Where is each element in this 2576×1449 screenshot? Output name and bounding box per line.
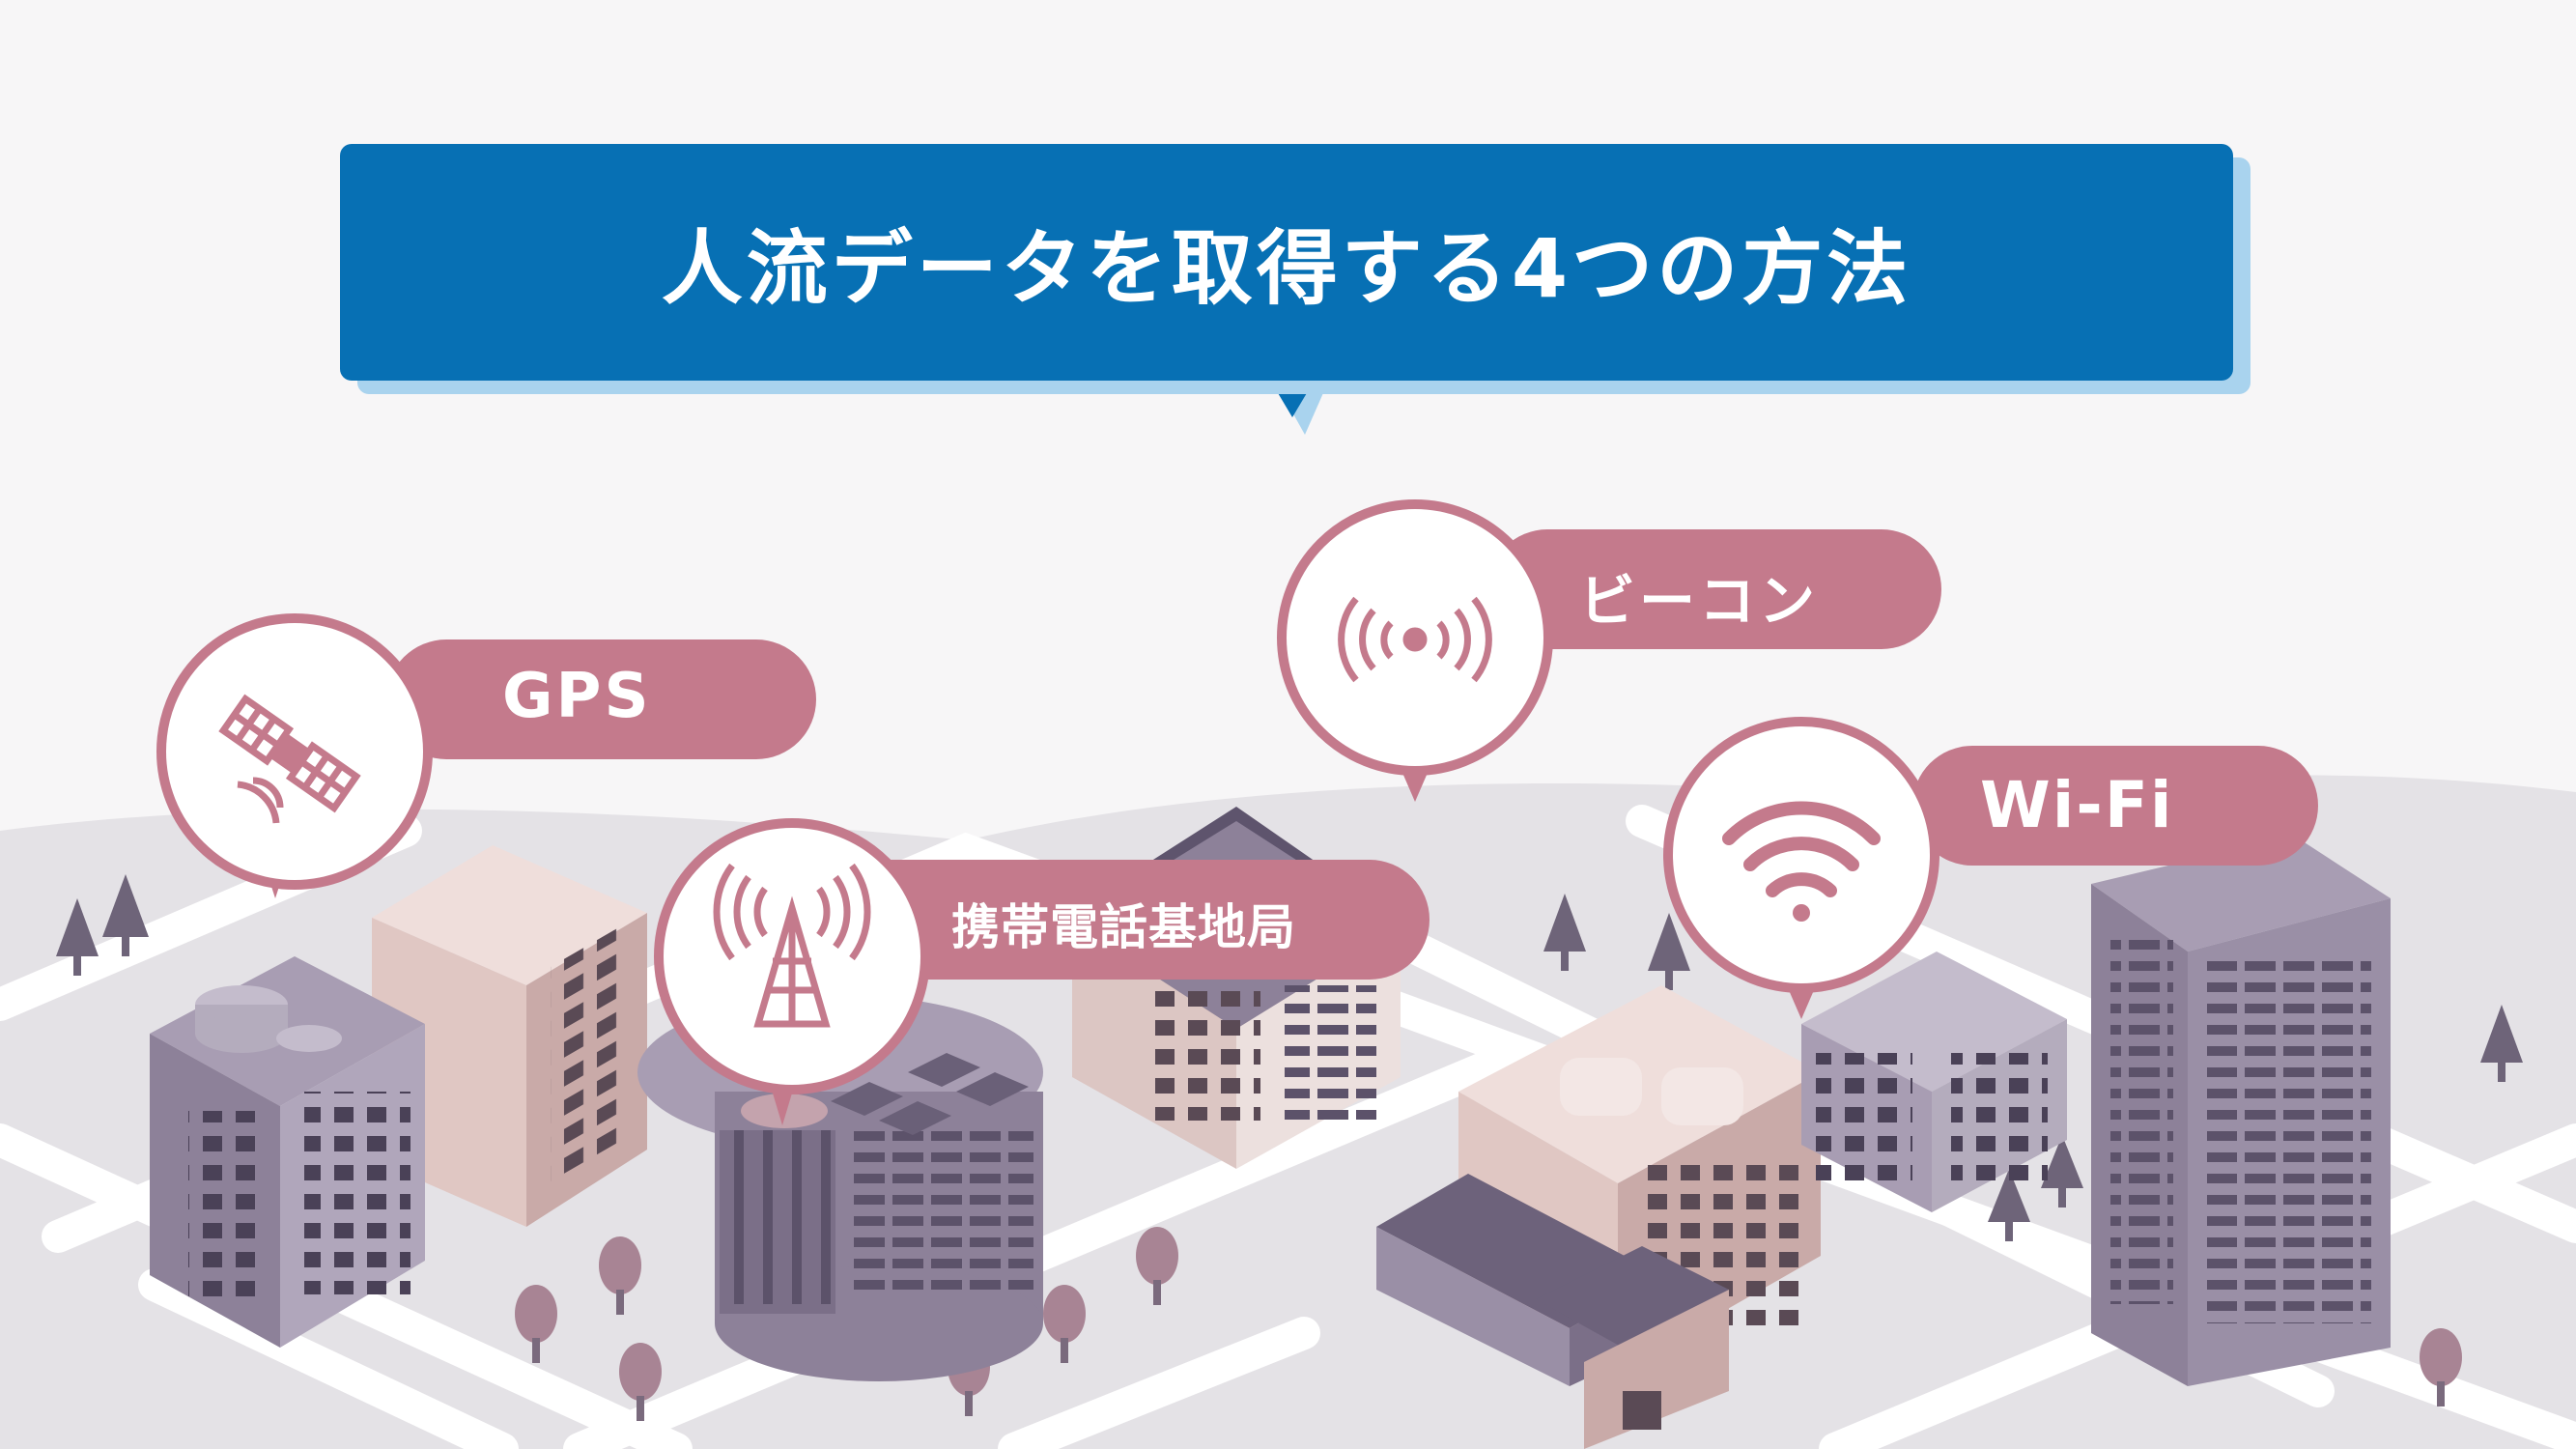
satellite-icon [218, 694, 361, 824]
wifi-icon [1722, 801, 1881, 922]
tree [1136, 1227, 1178, 1305]
tree [1648, 913, 1690, 990]
tree [102, 874, 149, 956]
beacon-pill [1487, 529, 1941, 649]
title-pointer [1268, 377, 1316, 417]
tree [1543, 894, 1586, 971]
tree [2041, 1135, 2083, 1208]
gps-label: GPS [502, 661, 652, 732]
tree [1988, 1169, 2030, 1241]
cell-tower-bubble [654, 818, 1430, 1125]
building-warehouse [1376, 1174, 1729, 1449]
building-right-purple [1801, 952, 2067, 1212]
building-beige-tower [372, 845, 647, 1227]
trees [56, 874, 2523, 1241]
tree [515, 1285, 557, 1363]
tree [1043, 1285, 1086, 1363]
tree [56, 898, 99, 976]
beacon-label: ビーコン [1579, 568, 1820, 634]
tree [619, 1343, 662, 1421]
beacon-bubble [1277, 499, 1941, 802]
cell-tower-icon [713, 863, 871, 1028]
gps-pill [386, 639, 816, 759]
cell-tower-pill [792, 860, 1430, 980]
tree [2420, 1328, 2462, 1406]
tree [599, 1236, 641, 1315]
wifi-bubble [1663, 717, 2318, 1019]
page-title: 人流データを取得する4つの方法 [661, 221, 1912, 316]
title-banner: 人流データを取得する4つの方法 [340, 144, 2233, 381]
beacon-icon [1338, 596, 1492, 683]
wifi-label: Wi-Fi [1980, 768, 2174, 842]
tree [2480, 1005, 2523, 1082]
gps-bubble [156, 613, 816, 898]
wifi-pill [1912, 746, 2318, 866]
building-purple-office [150, 956, 425, 1348]
building-tall-tower [2091, 836, 2391, 1386]
cell-tower-label: 携帯電話基地局 [951, 899, 1296, 955]
